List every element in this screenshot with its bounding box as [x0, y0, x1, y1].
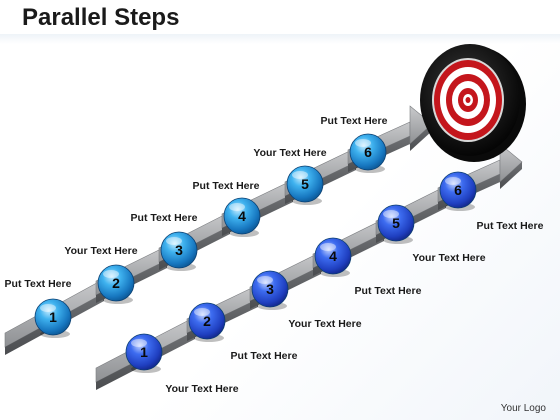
upper-step-6-label: Put Text Here	[321, 115, 388, 127]
lower-step-1-label: Your Text Here	[165, 383, 238, 395]
upper-step-1-ball: 1	[34, 298, 72, 338]
lower-step-4-number: 4	[329, 248, 337, 264]
upper-steps: 1 2 3 4 5 6	[34, 133, 387, 338]
page-title: Parallel Steps	[22, 4, 180, 31]
upper-step-3-label: Put Text Here	[131, 212, 198, 224]
lower-step-5-ball: 5	[377, 204, 415, 244]
upper-step-1-number: 1	[49, 309, 57, 325]
lower-step-1-ball: 1	[125, 333, 163, 373]
lower-step-6-number: 6	[454, 182, 462, 198]
upper-step-6-number: 6	[364, 144, 372, 160]
lower-step-3-label: Your Text Here	[288, 318, 361, 330]
lower-step-5-number: 5	[392, 215, 400, 231]
upper-step-2-ball: 2	[97, 264, 135, 304]
header-divider	[0, 34, 560, 44]
lower-step-1-number: 1	[140, 344, 148, 360]
lower-step-2-label: Put Text Here	[231, 350, 298, 362]
upper-step-4-label: Put Text Here	[193, 180, 260, 192]
target-icon	[420, 44, 526, 162]
lower-step-3-number: 3	[266, 281, 274, 297]
upper-step-4-ball: 4	[223, 197, 261, 237]
upper-step-5-ball: 5	[286, 165, 324, 205]
upper-step-3-number: 3	[175, 242, 183, 258]
upper-step-6-ball: 6	[349, 133, 387, 173]
header-bar	[0, 0, 560, 36]
lower-step-2-ball: 2	[188, 302, 226, 342]
upper-step-2-label: Your Text Here	[64, 245, 137, 257]
lower-step-4-label: Put Text Here	[355, 285, 422, 297]
lower-steps: 1 2 3 4 5 6	[125, 171, 477, 373]
upper-step-3-ball: 3	[160, 231, 198, 271]
upper-step-2-number: 2	[112, 275, 120, 291]
upper-step-5-number: 5	[301, 176, 309, 192]
upper-step-5-label: Your Text Here	[253, 147, 326, 159]
upper-step-1-label: Put Text Here	[5, 278, 72, 290]
lower-step-4-ball: 4	[314, 237, 352, 277]
lower-step-2-number: 2	[203, 313, 211, 329]
lower-step-3-ball: 3	[251, 270, 289, 310]
lower-step-5-label: Your Text Here	[412, 252, 485, 264]
upper-step-4-number: 4	[238, 208, 246, 224]
lower-step-6-label: Put Text Here	[477, 220, 544, 232]
lower-step-6-ball: 6	[439, 171, 477, 211]
logo-text: Your Logo	[500, 403, 546, 414]
